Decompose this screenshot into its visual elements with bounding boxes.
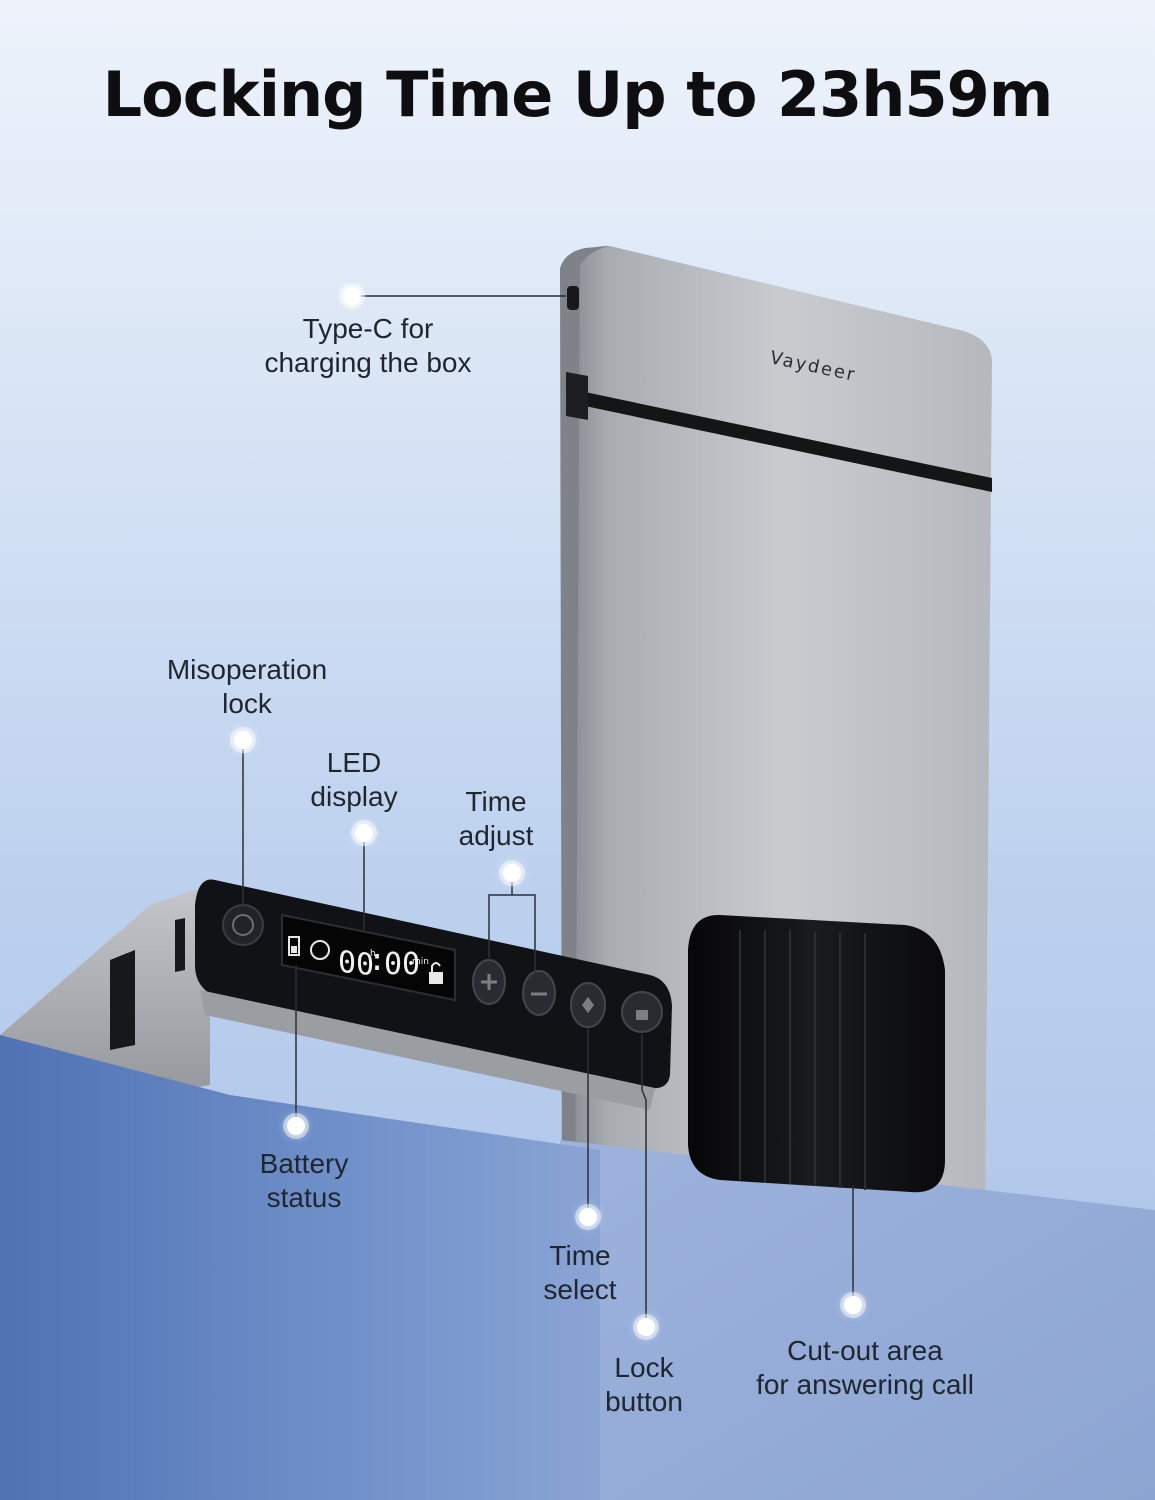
battery-marker: [287, 1117, 305, 1135]
child-face-icon: [310, 940, 330, 960]
floor-plane-left: [0, 1035, 600, 1500]
time-select-marker: [579, 1208, 597, 1226]
time-increase-button[interactable]: [472, 959, 506, 1005]
display-hours: 00: [338, 945, 374, 984]
display-minute-unit: min: [412, 957, 429, 967]
misoperation-lock-button[interactable]: [222, 904, 264, 946]
lock-button[interactable]: [621, 991, 663, 1033]
display-hour-unit: h: [370, 949, 376, 959]
time-select-button[interactable]: [570, 982, 606, 1028]
time-adjust-marker: [503, 864, 521, 882]
battery-icon: [288, 936, 300, 956]
cutout-area: [688, 914, 945, 1193]
type-c-marker: [343, 287, 361, 305]
led-marker: [355, 824, 373, 842]
led-display: 00 h min: [281, 913, 456, 1002]
padlock-icon: [429, 962, 443, 984]
cutout-marker: [844, 1296, 862, 1314]
misoperation-marker: [234, 731, 252, 749]
lock-button-marker: [637, 1318, 655, 1336]
time-decrease-button[interactable]: [522, 970, 556, 1016]
floor-plane-right: [560, 1140, 1155, 1500]
leader-lines: [242, 295, 854, 1327]
page-title: Locking Time Up to 23h59m: [102, 58, 1054, 131]
